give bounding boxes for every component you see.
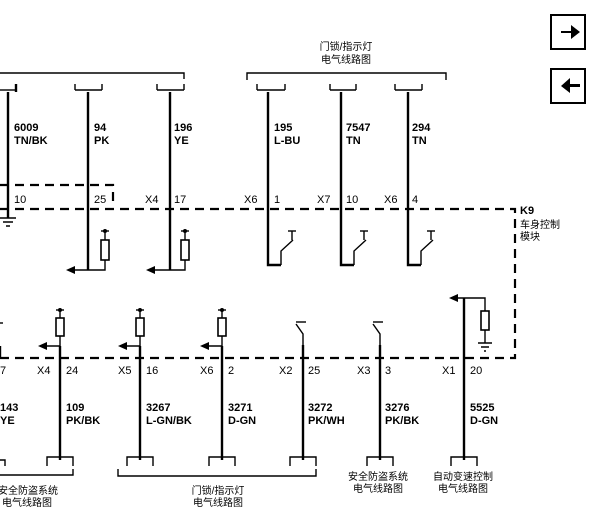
connector-id: X3 [357,365,370,377]
pin-number: 10 [346,194,358,206]
pin-number: 16 [146,365,158,377]
arrow-left-icon [561,78,580,93]
wire-color: YE [174,135,189,147]
pin-number: 20 [470,365,482,377]
connector-id: X7 [317,194,330,206]
prev-page-button[interactable] [550,68,586,104]
module-name-line2: 模块 [520,231,540,243]
wire-circuit: 3276 [385,402,409,414]
connector-id: X4 [145,194,158,206]
ground-icon [478,342,492,352]
top-wire-labels: 6009 TN/BK 94 PK 196 YE 195 L-BU 7547 TN… [14,122,431,147]
module-name-line1: 车身控制 [520,218,560,231]
bottom-pin-labels: 7 X4 24 X5 16 X6 2 X2 25 X3 3 X1 20 [0,365,482,377]
bottom-ref-antitheft-right-1: 安全防盗系统 [348,470,408,483]
wire-circuit: 143 [0,402,18,414]
bottom-ref-trans-2: 电气线路图 [438,482,488,495]
wire-color: L-GN/BK [146,415,192,427]
wire-circuit: 195 [274,122,292,134]
pin-number: 25 [94,194,106,206]
wire-color: TN [412,135,427,147]
wire-color: PK/BK [66,415,100,427]
wire-circuit: 109 [66,402,84,414]
connector-id: X6 [244,194,257,206]
module-id: K9 [520,205,534,217]
sub-module-boundary [0,183,115,207]
pin-number: 4 [412,194,418,206]
next-page-button[interactable] [550,14,586,50]
wire-circuit: 3271 [228,402,252,414]
wire-color: PK/BK [385,415,419,427]
pullup-resistor-94 [66,229,110,274]
module-boundary [0,207,517,360]
wire-circuit: 94 [94,122,107,134]
top-pin-labels: 10 25 X4 17 X6 1 X7 10 X6 4 [14,194,418,206]
bottom-ref-door-lock-2: 电气线路图 [193,496,243,509]
pin-number: 24 [66,365,78,377]
pin-number: 25 [308,365,320,377]
pin-number: 10 [14,194,26,206]
wire-color: TN/BK [14,135,48,147]
connector-id: X6 [384,194,397,206]
wire-circuit: 196 [174,122,192,134]
wire-color: YE [0,415,15,427]
pullup-resistor-3267 [118,308,145,350]
connector-id: X6 [200,365,213,377]
pin-number: 17 [174,194,186,206]
bottom-ref-door-lock-1: 门锁/指示灯 [192,484,245,497]
switch-3272 [295,321,306,345]
arrow-right-icon [561,25,580,39]
switch-294 [420,230,435,265]
switch-195 [280,230,296,265]
pin-number: 1 [274,194,280,206]
wire-color: TN [346,135,361,147]
wire-circuit: 7547 [346,122,370,134]
wire-circuit: 294 [412,122,431,134]
connector-id: X2 [279,365,292,377]
pullup-resistor-196 [146,229,190,274]
top-ref-line2: 电气线路图 [321,53,371,66]
pin-number: 7 [0,365,6,377]
wire-circuit: 3272 [308,402,332,414]
bottom-ref-antitheft-right-2: 电气线路图 [353,482,403,495]
wire-color: L-BU [274,135,300,147]
wire-color: D-GN [228,415,256,427]
bottom-ref-antitheft-left-2: 电气线路图 [2,496,52,509]
pullup-resistor-109 [38,308,65,350]
connector-id: X4 [37,365,50,377]
bottom-ref-antitheft-left-1: 安全防盗系统 [0,484,58,497]
wire-color: PK [94,135,109,147]
connector-id: X1 [442,365,455,377]
ground-icon [0,200,16,227]
wire-color: D-GN [470,415,498,427]
pin-number: 3 [385,365,391,377]
pullup-resistor-3271 [200,308,227,350]
switch-7547 [353,230,368,265]
trans-input-circuit [449,294,492,352]
wire-circuit: 6009 [14,122,38,134]
switch-3276 [372,321,383,345]
wire-circuit: 5525 [470,402,494,414]
connector-id: X5 [118,365,131,377]
wire-circuit: 3267 [146,402,170,414]
pin-number: 2 [228,365,234,377]
bottom-wire-labels: 143 YE 109 PK/BK 3267 L-GN/BK 3271 D-GN … [0,402,498,427]
wire-color: PK/WH [308,415,345,427]
top-ref-line1: 门锁/指示灯 [320,40,373,53]
bottom-ref-trans-1: 自动变速控制 [433,470,493,483]
